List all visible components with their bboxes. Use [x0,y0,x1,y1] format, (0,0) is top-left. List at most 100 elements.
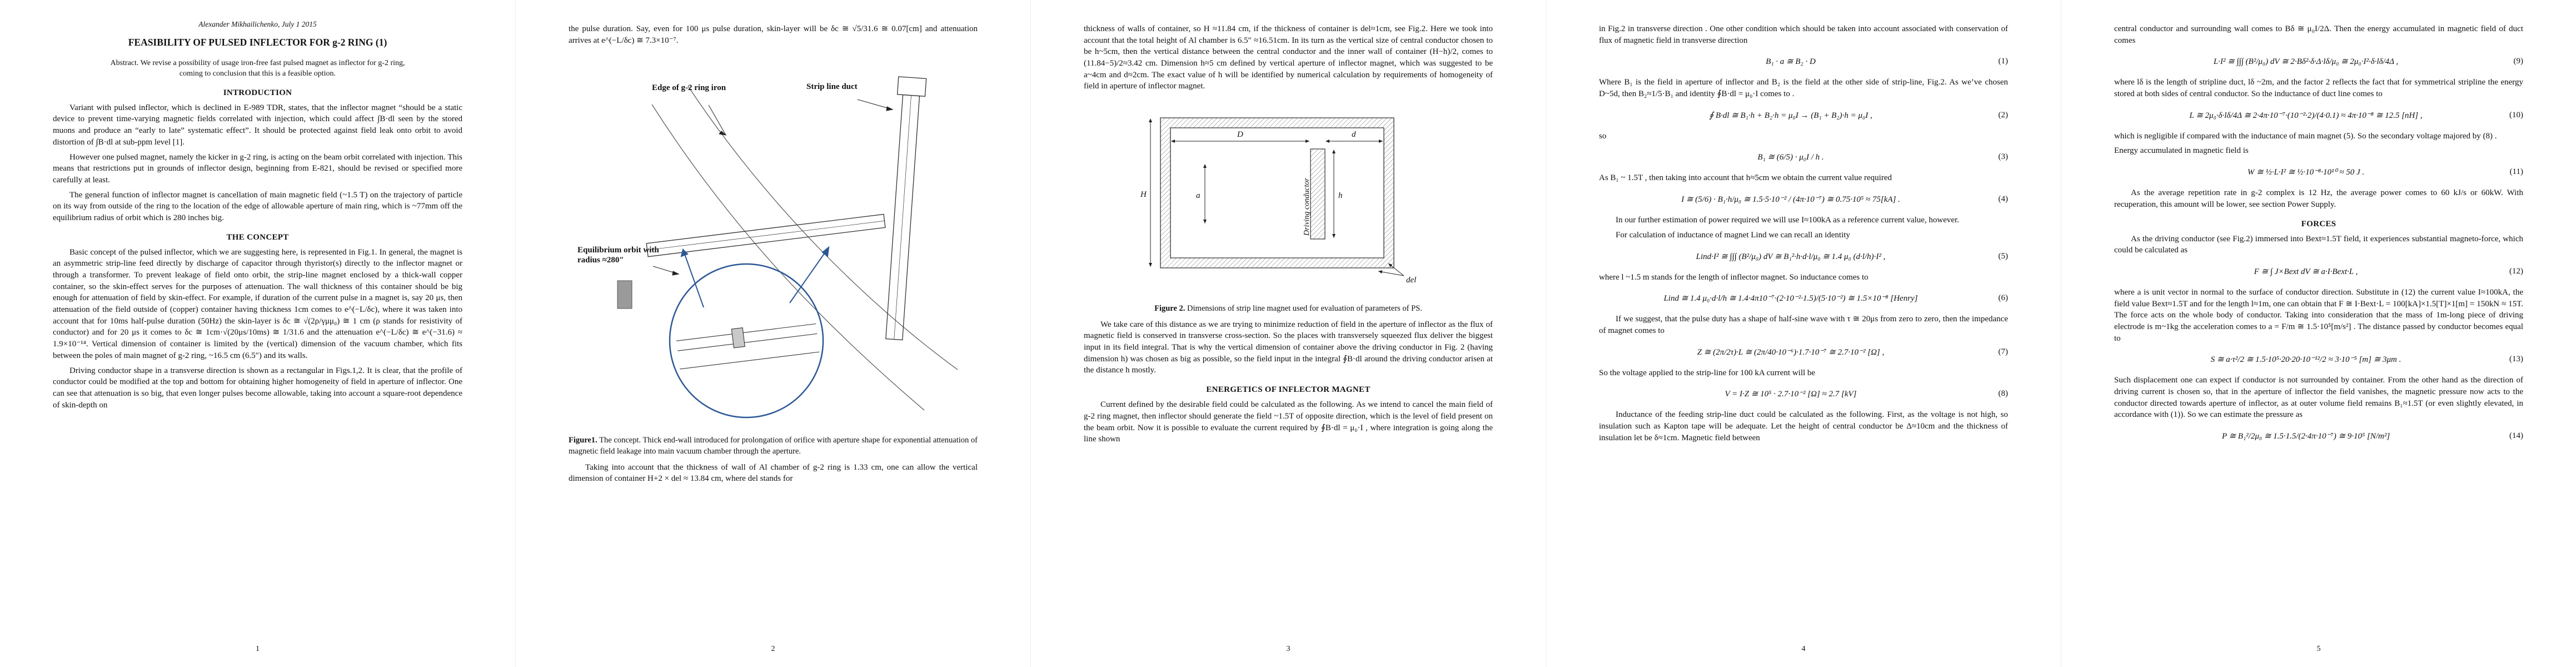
page-number: 5 [2316,645,2321,653]
equation-9-expression: L·I² ≅ ∫∫∫ (B²/μ₀) dV ≅ 2·Bδ²·δ·Δ·lδ/μ₀ … [2213,57,2399,67]
paragraph-flux-distance: We take care of this distance as we are … [1084,320,1493,375]
equation-13-number: (13) [2509,355,2523,364]
paragraph-current-defined: Current defined by the desirable field c… [1084,400,1493,444]
paragraph-voltage-applied: So the voltage applied to the strip-line… [1599,368,1816,377]
equation-5-expression: Lind·I² ≅ ∫∫∫ (B²/μ₀) dV ≅ B₁²·h·d·l/μ₀ … [1696,252,1886,261]
detail-zoom-circle [669,263,824,419]
page-5: central conductor and surrounding wall c… [2061,0,2576,667]
equation-11: W ≅ ½·L·I² ≅ ½·10⁻⁸·10¹⁰ ≈ 50 J . (11) [2114,167,2523,177]
equation-1: B₁ · a ≅ B₂ · D (1) [1599,56,2008,67]
paragraph-feeding-duct: Inductance of the feeding strip-line duc… [1599,410,2008,442]
equation-9: L·I² ≅ ∫∫∫ (B²/μ₀) dV ≅ 2·Bδ²·δ·Δ·lδ/μ₀ … [2114,56,2523,67]
label-leader-arrows [652,99,894,276]
page-2: the pulse duration. Say, even for 100 μs… [515,0,1030,667]
equation-8-expression: V = I·Z ≅ 10⁵ · 2.7·10⁻² [Ω] ≈ 2.7 [kV] [1725,390,1857,399]
equation-4-number: (4) [1998,195,2009,204]
equation-14-expression: P ≅ B₁²/2μ₀ ≅ 1.5·1.5/(2·4π·10⁻⁷) ≅ 9·10… [2221,432,2390,441]
section-heading-forces: FORCES [2301,219,2336,228]
equation-7: Z ≅ (2π/2τ)·L ≅ (2π/40·10⁻⁶)·1.7·10⁻⁷ ≅ … [1599,347,2008,357]
equation-14-number: (14) [2509,431,2523,441]
paragraph-displacement: Such displacement one can expect if cond… [2114,376,2523,420]
page-4: in Fig.2 in transverse direction . One o… [1546,0,2061,667]
page-number: 3 [1286,645,1291,653]
equation-5: Lind·I² ≅ ∫∫∫ (B²/μ₀) dV ≅ B₁²·h·d·l/μ₀ … [1599,251,2008,262]
author-line: Alexander Mikhailichenko, July 1 2015 [198,20,317,28]
dimension-lines [1149,118,1404,276]
paragraph-where-ld: where lδ is the length of stripline duct… [2114,78,2523,99]
page-3: thickness of walls of container, so H ≈1… [1030,0,1546,667]
equation-13-expression: S ≅ a·τ²/2 ≅ 1.5·10⁵·20·20·10⁻¹²/2 ≈ 3·1… [2210,355,2401,365]
equation-10-expression: L ≅ 2μ₀·δ·lδ/4Δ ≅ 2·4π·10⁻⁷·(10⁻²·2)/(4·… [2189,111,2423,120]
equation-6-expression: Lind ≅ 1.4 μ₀·d·l/h ≅ 1.4·4π10⁻⁷·(2·10⁻²… [1663,294,1918,303]
dimension-label-H: H [1140,190,1147,199]
figure2-caption-text: Dimensions of strip line magnet used for… [1185,304,1422,313]
equation-9-number: (9) [2513,57,2524,66]
equation-2-number: (2) [1998,110,2009,120]
figure1-label-edge-of-ring-iron: Edge of g-2 ring iron [652,83,726,93]
dimension-label-del: del [1406,276,1416,285]
page-number: 2 [771,645,775,653]
equation-12-number: (12) [2509,266,2523,276]
paragraph-container-walls: thickness of walls of container, so H ≈1… [1084,24,1493,91]
page-1: Alexander Mikhailichenko, July 1 2015 FE… [0,0,515,667]
equation-3: B₁ ≅ (6/5) · μ₀I / h . (3) [1599,152,2008,162]
equation-11-number: (11) [2509,167,2523,177]
figure1-drawing [617,76,958,419]
paragraph-so: so [1599,131,1607,141]
equation-4-expression: I ≅ (5/6) · B₁·h/μ₀ ≅ 1.5·5·10⁻² / (4π·1… [1681,195,1900,205]
paragraph-where-l: where l ~1.5 m stands for the length of … [1599,272,1869,282]
equation-4: I ≅ (5/6) · B₁·h/μ₀ ≅ 1.5·5·10⁻² / (4π·1… [1599,194,2008,205]
figure1-caption-lead: Figure1. [569,436,597,445]
paragraph-concept-1: Basic concept of the pulsed inflector, w… [53,247,462,360]
figure2-caption-lead: Figure 2. [1154,304,1185,313]
equation-10-number: (10) [2509,110,2523,120]
equation-11-expression: W ≅ ½·L·I² ≅ ½·10⁻⁸·10¹⁰ ≈ 50 J . [2247,168,2365,177]
paragraph-where-b1: Where B₁ is the field in aperture of inf… [1599,78,2008,99]
equation-12-expression: F ≅ ∫ J×Bext dV ≅ a·I·Bext·L , [2254,267,2358,276]
figure-1: Edge of g-2 ring iron Strip line duct Eq… [569,52,978,430]
equation-5-number: (5) [1998,251,2009,261]
driving-conductor-shape [1310,148,1326,240]
paragraph-half-sine: If we suggest, that the pulse duty has a… [1599,315,2008,335]
dimension-label-d: d [1352,130,1356,139]
inflector-container-shape [646,214,886,257]
detail-cross-section [676,323,820,370]
zoom-arrows [680,246,830,308]
paper-title: FEASIBILITY OF PULSED INFLECTOR FOR g-2 … [128,37,387,48]
paragraph-pulse-duration: the pulse duration. Say, even for 100 μs… [569,24,978,45]
figure1-caption: Figure1. The concept. Thick end-wall int… [569,435,978,457]
dimension-label-D: D [1237,130,1243,139]
equation-2: ∮ B·dl ≅ B₁·h + B₂·h = μ₀I → (B₁ + B₂)·h… [1599,110,2008,121]
paragraph-as-b1: As B₁ ~ 1.5T , then taking into account … [1599,173,1892,183]
paragraph-inductance-identity: For calculation of inductance of magnet … [1616,230,1850,240]
equation-12: F ≅ ∫ J×Bext dV ≅ a·I·Bext·L , (12) [2114,266,2523,277]
equation-10: L ≅ 2μ₀·δ·lδ/4Δ ≅ 2·4π·10⁻⁷·(10⁻²·2)/(4·… [2114,110,2523,121]
equation-6-number: (6) [1998,293,2009,303]
equation-8: V = I·Z ≅ 10⁵ · 2.7·10⁻² [Ω] ≈ 2.7 [kV] … [1599,389,2008,399]
paragraph-concept-2: Driving conductor shape in a transverse … [53,366,462,410]
equation-1-expression: B₁ · a ≅ B₂ · D [1766,57,1816,67]
paragraph-driving-conductor-force: As the driving conductor (see Fig.2) imm… [2114,234,2523,255]
figure1-label-equilibrium-orbit: Equilibrium orbit with radius ≈280″ [577,246,659,265]
ring-iron-edge-lines [651,86,958,411]
equation-6: Lind ≅ 1.4 μ₀·d·l/h ≅ 1.4·4π10⁻⁷·(2·10⁻²… [1599,293,2008,303]
equation-13: S ≅ a·τ²/2 ≅ 1.5·10⁵·20·20·10⁻¹²/2 ≈ 3·1… [2114,354,2523,365]
strip-line-duct-shape [885,76,927,341]
abstract: Abstract. We revise a possibility of usa… [110,59,405,78]
paragraph-intro-2: However one pulsed magnet, namely the ki… [53,152,462,185]
equation-1-number: (1) [1998,57,2009,66]
paragraph-energy-accumulated: Energy accumulated in magnetic field is [2114,146,2249,156]
section-heading-introduction: INTRODUCTION [223,88,292,97]
paragraph-intro-3: The general function of inflector magnet… [53,190,462,222]
page-number: 1 [256,645,260,653]
equation-8-number: (8) [1998,389,2009,399]
figure2-drawing: D d h a H del [1140,117,1416,285]
paragraph-intro-1: Variant with pulsed inflector, which is … [53,103,462,147]
equation-7-number: (7) [1998,347,2009,356]
paragraph-further-estimation: In our further estimation of power requi… [1616,216,1959,225]
equation-3-expression: B₁ ≅ (6/5) · μ₀I / h . [1757,153,1824,162]
paragraph-repetition-rate: As the average repetition rate in g-2 co… [2114,188,2523,209]
equation-2-expression: ∮ B·dl ≅ B₁·h + B₂·h = μ₀I → (B₁ + B₂)·h… [1709,111,1872,120]
paragraph-negligible: which is negligible if compared with the… [2114,131,2497,141]
